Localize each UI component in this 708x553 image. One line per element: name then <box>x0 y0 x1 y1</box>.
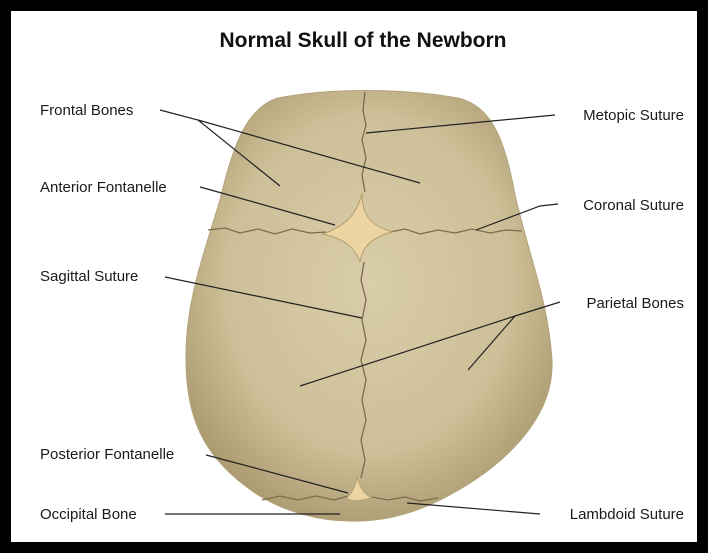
label-coronal-suture: Coronal Suture <box>583 197 684 214</box>
label-sagittal-suture: Sagittal Suture <box>40 268 138 285</box>
label-lambdoid-suture: Lambdoid Suture <box>570 506 684 523</box>
label-anterior-fontanelle: Anterior Fontanelle <box>40 179 167 196</box>
label-occipital-bone: Occipital Bone <box>40 506 137 523</box>
diagram-panel: Normal Skull of the Newborn <box>11 11 697 542</box>
lambdoid-suture-leader <box>407 503 540 514</box>
label-metopic-suture: Metopic Suture <box>583 107 684 124</box>
label-parietal-bones: Parietal Bones <box>586 295 684 312</box>
label-posterior-fontanelle: Posterior Fontanelle <box>40 446 174 463</box>
label-frontal-bones: Frontal Bones <box>40 102 133 119</box>
diagram-title: Normal Skull of the Newborn <box>219 29 506 52</box>
skull-diagram: Normal Skull of the Newborn <box>11 11 697 542</box>
